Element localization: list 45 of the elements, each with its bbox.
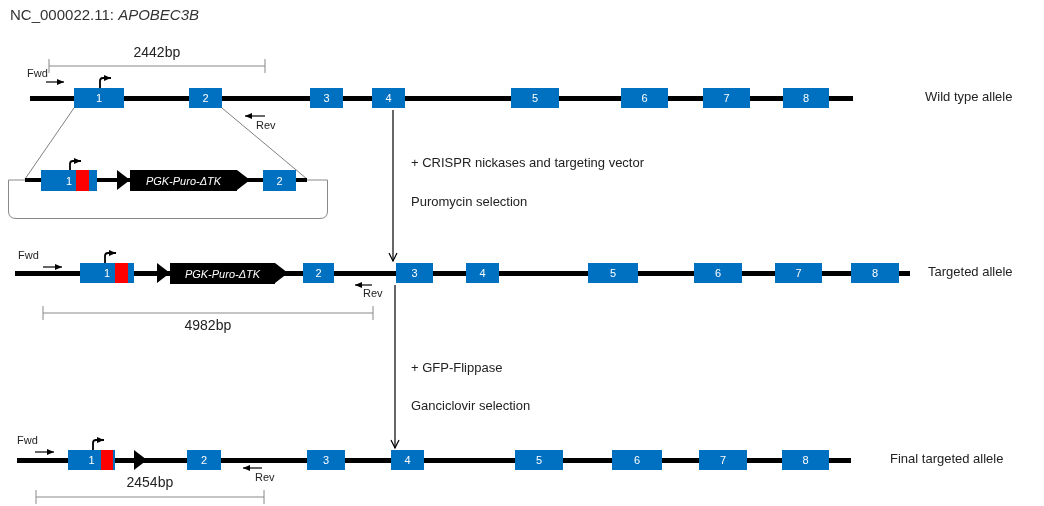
exon-box: 1 <box>41 170 97 191</box>
step-text: + CRISPR nickases and targeting vector <box>411 155 645 170</box>
step-text: Ganciclovir selection <box>411 398 531 413</box>
exon-box: 2 <box>263 170 296 191</box>
exon-box: 2 <box>187 450 221 470</box>
allele-label: Wild type allele <box>925 89 1013 104</box>
title: NC_000022.11: APOBEC3B <box>10 6 199 23</box>
step-text: Puromycin selection <box>411 194 528 209</box>
exon-box: 1 <box>80 263 134 283</box>
allele-label: Final targeted allele <box>890 451 1004 466</box>
primer-label: Rev <box>255 471 275 483</box>
exon-box: 3 <box>310 88 343 108</box>
primer-label: Fwd <box>18 249 39 261</box>
exon-box: 7 <box>699 450 747 470</box>
exon-box: 5 <box>515 450 563 470</box>
exon-box: 6 <box>694 263 742 283</box>
exon-box: 2 <box>189 88 222 108</box>
arrow <box>388 109 398 262</box>
size-label: 4982bp <box>184 317 232 333</box>
exon-box: 8 <box>783 88 829 108</box>
exon-box: 2 <box>303 263 334 283</box>
exon-box: 4 <box>466 263 499 283</box>
exon-box: 1 <box>74 88 124 108</box>
exon-box: 3 <box>396 263 433 283</box>
exon-box: 1 <box>68 450 115 470</box>
size-label: 2442bp <box>133 44 181 60</box>
exon-box: 6 <box>612 450 662 470</box>
exon-box: 8 <box>851 263 899 283</box>
primer-label: Rev <box>256 119 276 131</box>
exon-box: 7 <box>775 263 822 283</box>
exon-box: 8 <box>782 450 829 470</box>
primer-label: Fwd <box>17 434 38 446</box>
exon-box: 4 <box>372 88 405 108</box>
primer-label: Rev <box>363 287 383 299</box>
primer-label: Fwd <box>27 67 48 79</box>
exon-box: 5 <box>511 88 559 108</box>
arrow <box>390 284 400 449</box>
exon-box: 3 <box>307 450 345 470</box>
exon-box: 4 <box>391 450 424 470</box>
step-text: + GFP-Flippase <box>411 360 503 375</box>
allele-label: Targeted allele <box>928 264 1013 279</box>
exon-box: 6 <box>621 88 668 108</box>
exon-box: 5 <box>588 263 638 283</box>
exon-box: 7 <box>703 88 750 108</box>
size-label: 2454bp <box>126 474 174 490</box>
